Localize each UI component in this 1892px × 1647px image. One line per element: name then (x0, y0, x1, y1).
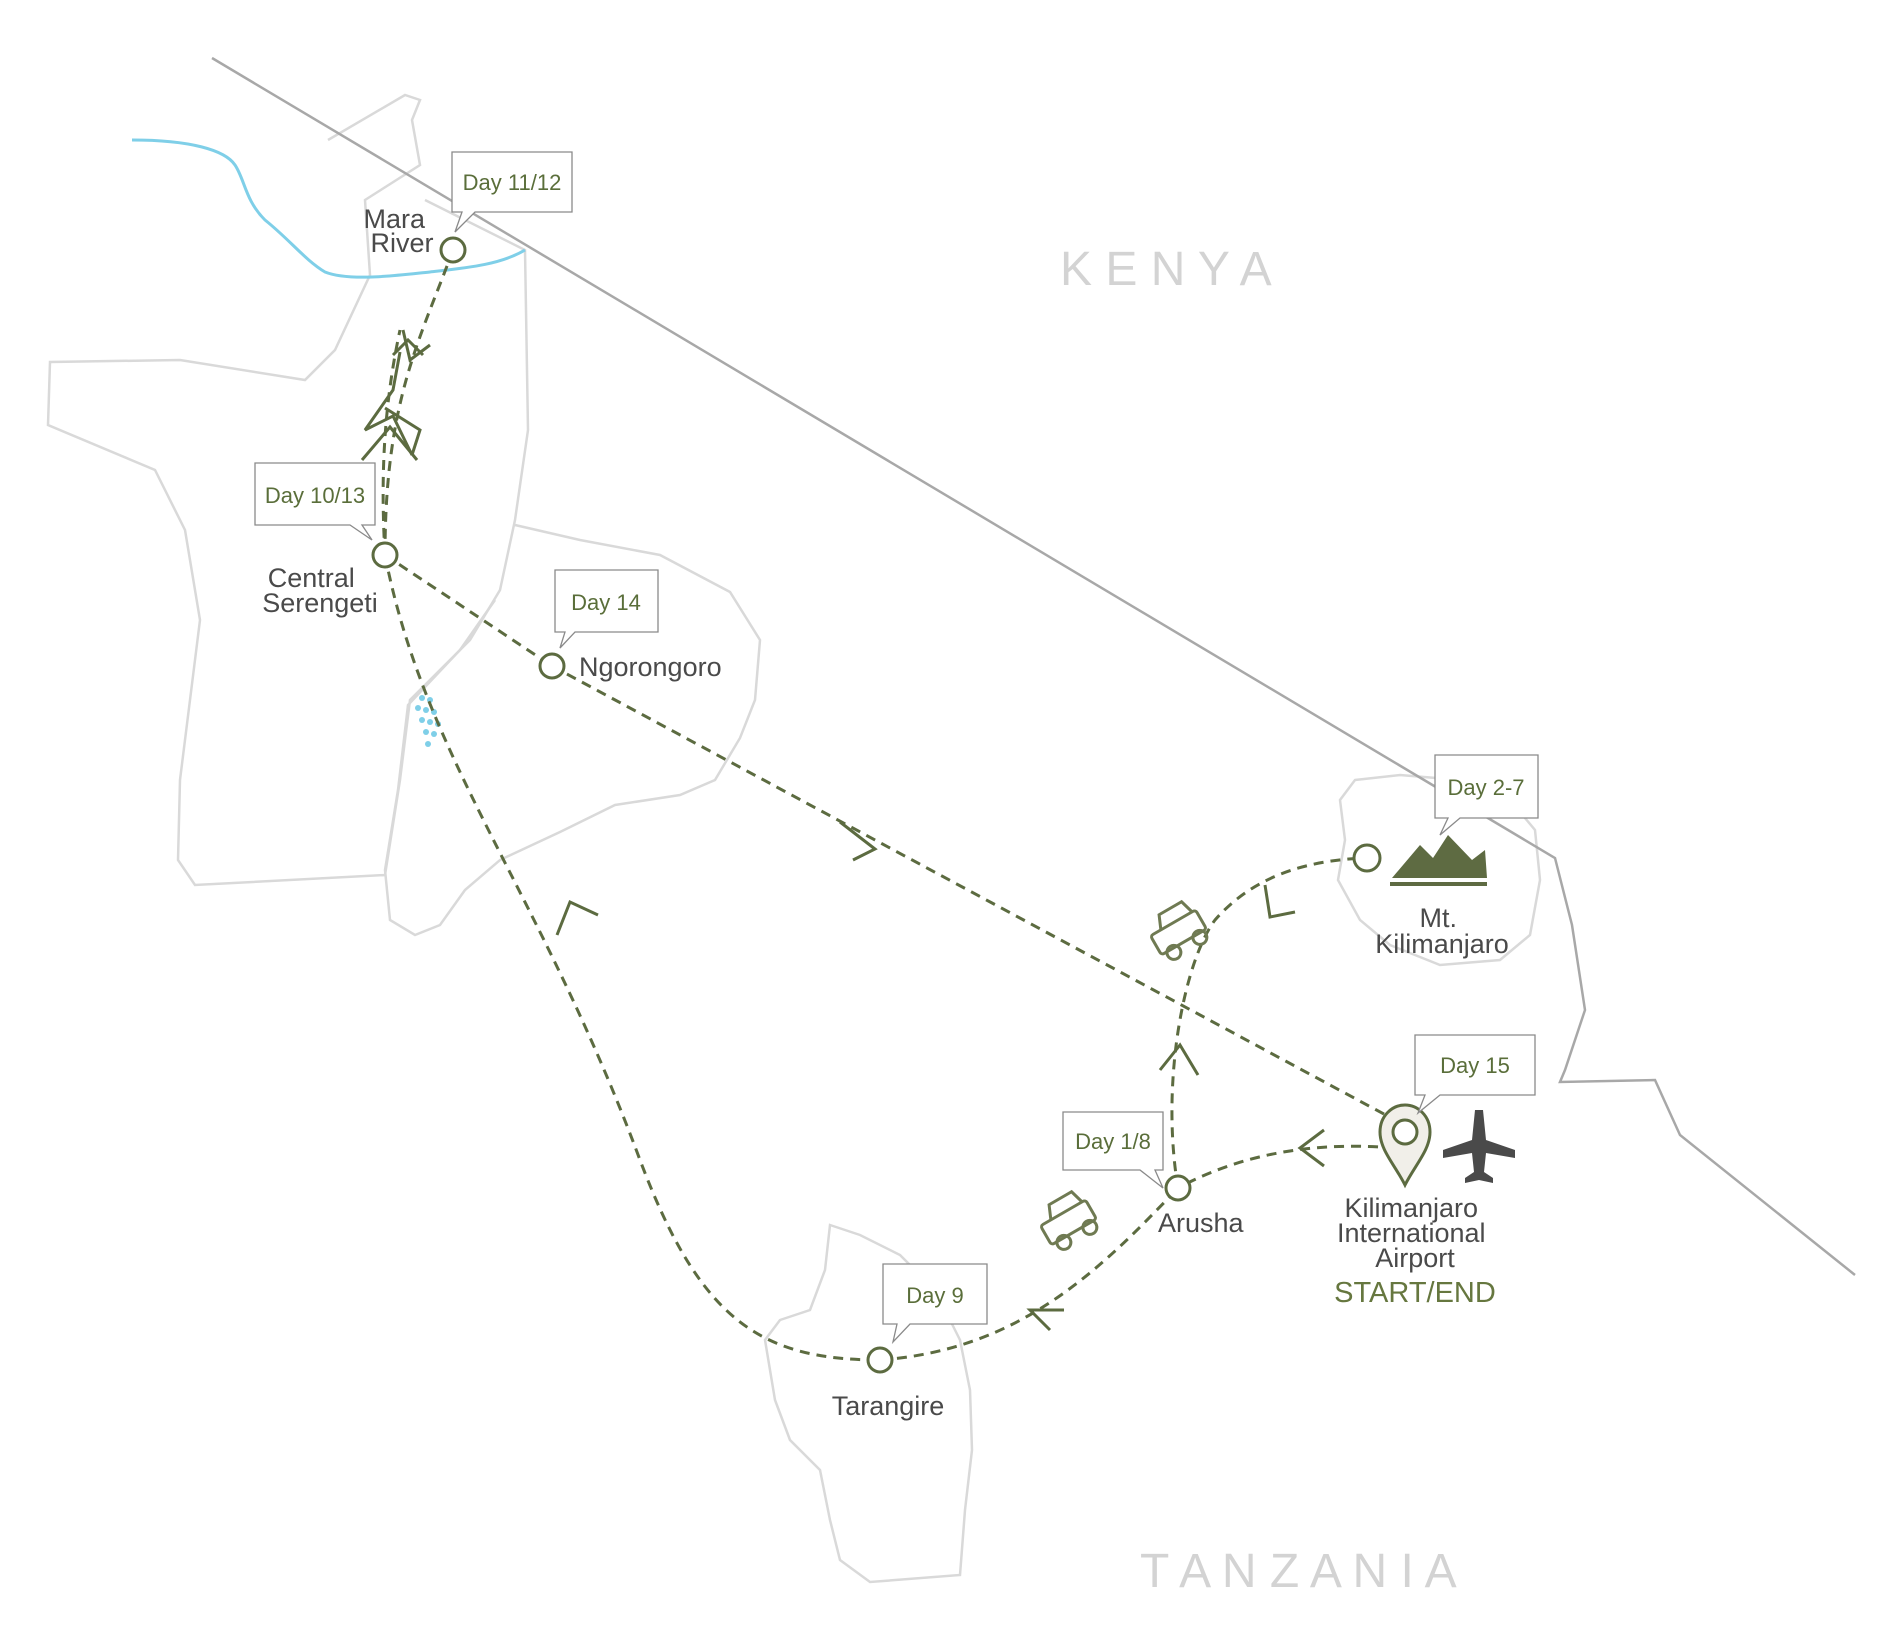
route-airport-to-arusha (1177, 1144, 1396, 1190)
day-label: Day 9 (906, 1283, 963, 1308)
direction-arrow-icon (1297, 1128, 1325, 1168)
route-serengeti-to-tarangire (383, 554, 881, 1362)
route-serengeti-to-ngorongoro (384, 553, 553, 668)
stop-marker-tarangire[interactable] (866, 1346, 894, 1374)
direction-arrow-icon (401, 329, 431, 363)
direction-arrows (360, 329, 1325, 1332)
day-bubble-ngorongoro: Day 14 (554, 569, 659, 649)
kenya-tanzania-border (211, 56, 1856, 1276)
day-bubble-central-serengeti: Day 10/13 (254, 462, 376, 541)
day-bubble-airport: Day 15 (1414, 1034, 1536, 1116)
mountain-icon (1390, 835, 1487, 886)
place-label-mt-kilimanjaro: Mt. Kilimanjaro (1375, 903, 1509, 959)
location-pin-icon (1378, 1103, 1432, 1189)
place-label-mara-river: Mara River (363, 204, 433, 258)
day-label: Day 10/13 (265, 483, 365, 508)
stop-marker-arusha[interactable] (1164, 1174, 1192, 1202)
route-arusha-to-kilimanjaro (1170, 856, 1368, 1189)
place-label-airport: Kilimanjaro International Airport (1337, 1193, 1493, 1273)
direction-arrow-icon (839, 820, 878, 862)
airplane-icon (1443, 1110, 1515, 1183)
stop-marker-mt-kilimanjaro[interactable] (1352, 843, 1382, 873)
waterfall-dots-icon (415, 695, 441, 747)
stop-marker-mara-river[interactable] (439, 236, 467, 264)
direction-arrow-icon (360, 424, 419, 461)
day-label: Day 2-7 (1447, 775, 1524, 800)
day-label: Day 15 (1440, 1053, 1510, 1078)
country-label-kenya: K E N Y A (1060, 243, 1272, 296)
ngorongoro-region-outline (383, 523, 762, 937)
direction-arrow-icon (555, 899, 599, 936)
day-label: Day 14 (571, 590, 641, 615)
safari-vehicle-icon (1040, 1189, 1099, 1251)
direction-arrow-icon (1158, 1042, 1200, 1076)
direction-arrow-icon (391, 337, 425, 357)
day-bubble-arusha: Day 1/8 (1062, 1111, 1164, 1189)
place-label-tarangire: Tarangire (832, 1391, 945, 1421)
day-bubble-tarangire: Day 9 (882, 1263, 988, 1345)
day-bubble-mara-river: Day 11/12 (451, 151, 573, 233)
stop-marker-ngorongoro[interactable] (538, 652, 566, 680)
country-label-tanzania: T A N Z A N I A (1140, 1545, 1457, 1598)
day-label: Day 1/8 (1075, 1129, 1151, 1154)
direction-arrow-icon (1263, 884, 1296, 919)
start-end-label: START/END (1334, 1277, 1496, 1309)
place-label-central-serengeti: Central Serengeti (262, 563, 378, 618)
day-label: Day 11/12 (463, 170, 562, 195)
route-tarangire-to-arusha (879, 1186, 1180, 1362)
stop-marker-central-serengeti[interactable] (371, 541, 399, 569)
day-bubble-mt-kilimanjaro: Day 2-7 (1434, 754, 1539, 836)
direction-arrow-icon (363, 351, 414, 456)
mara-river (131, 138, 526, 279)
place-label-arusha: Arusha (1158, 1208, 1245, 1238)
route-ngorongoro-to-airport (551, 664, 1396, 1122)
place-label-ngorongoro: Ngorongoro (579, 652, 722, 682)
direction-arrow-icon (1026, 1308, 1064, 1332)
direction-arrow-icon (384, 406, 422, 456)
region-outlines (46, 93, 1542, 1584)
safari-vehicle-icon (1150, 899, 1209, 961)
route-lines (381, 249, 1396, 1362)
route-mara-to-serengeti (383, 249, 455, 556)
